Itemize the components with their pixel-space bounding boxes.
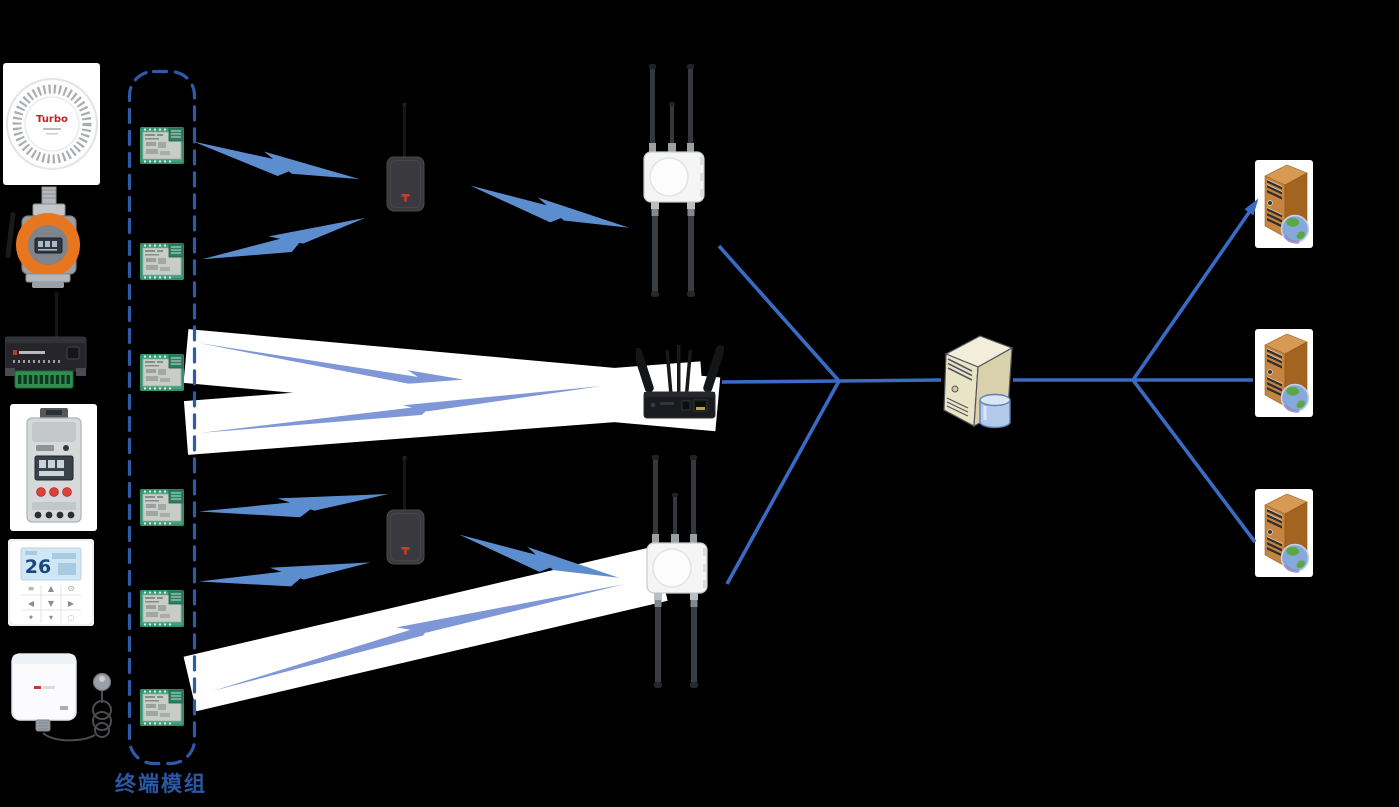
svg-text:▼: ▼ (48, 599, 55, 608)
bolt-module2-receiver1 (201, 204, 368, 281)
svg-text:≡: ≡ (28, 584, 35, 593)
central-server (943, 335, 1014, 429)
svg-text:✦: ✦ (28, 613, 35, 622)
link-hub-server (838, 378, 942, 383)
svg-text:▲: ▲ (48, 584, 55, 593)
bolt-module1-receiver1 (190, 141, 362, 188)
thermostat-icon: 26 ≡ ▲ ⊙ ◀ ▼ ▶ ✦ ▾ ◌ (8, 539, 94, 626)
link-branch-web3 (1131, 378, 1257, 544)
strong-beam-lower (183, 546, 668, 712)
bolt-receiver2-ap2 (454, 534, 622, 587)
svg-text:◀: ◀ (28, 599, 35, 608)
industrial-router (636, 345, 724, 419)
terminal-group-label: 终端模组 (115, 772, 207, 796)
svg-text:◌: ◌ (68, 613, 75, 622)
thermostat-temperature: 26 (25, 556, 51, 578)
link-branch-web1 (1131, 209, 1252, 382)
svg-text:▶: ▶ (68, 599, 75, 608)
svg-text:⊙: ⊙ (68, 584, 75, 593)
smoke-detector-icon: Turbo (6, 78, 98, 170)
database-icon (979, 393, 1011, 429)
bolt-module4-receiver2 (198, 480, 391, 534)
terminal-group-border (127, 69, 197, 766)
probe-sensor-icon (11, 653, 112, 742)
strong-beam-middle (183, 361, 705, 455)
thermostat-buttons: ≡ ▲ ⊙ ◀ ▼ ▶ (28, 584, 75, 608)
dtu-controller-icon (5, 291, 87, 389)
energy-meter-icon (26, 408, 82, 523)
bolt-module5-receiver2 (199, 548, 373, 604)
link-ap2-hub (725, 380, 841, 585)
smoke-detector-brand: Turbo (36, 114, 68, 125)
gas-detector-icon (5, 186, 80, 288)
link-ap1-hub (717, 244, 841, 383)
svg-text:▾: ▾ (49, 613, 53, 622)
link-router-hub (721, 379, 840, 384)
bolt-receiver1-ap1 (466, 185, 632, 237)
arrowhead-web1 (1244, 198, 1259, 216)
